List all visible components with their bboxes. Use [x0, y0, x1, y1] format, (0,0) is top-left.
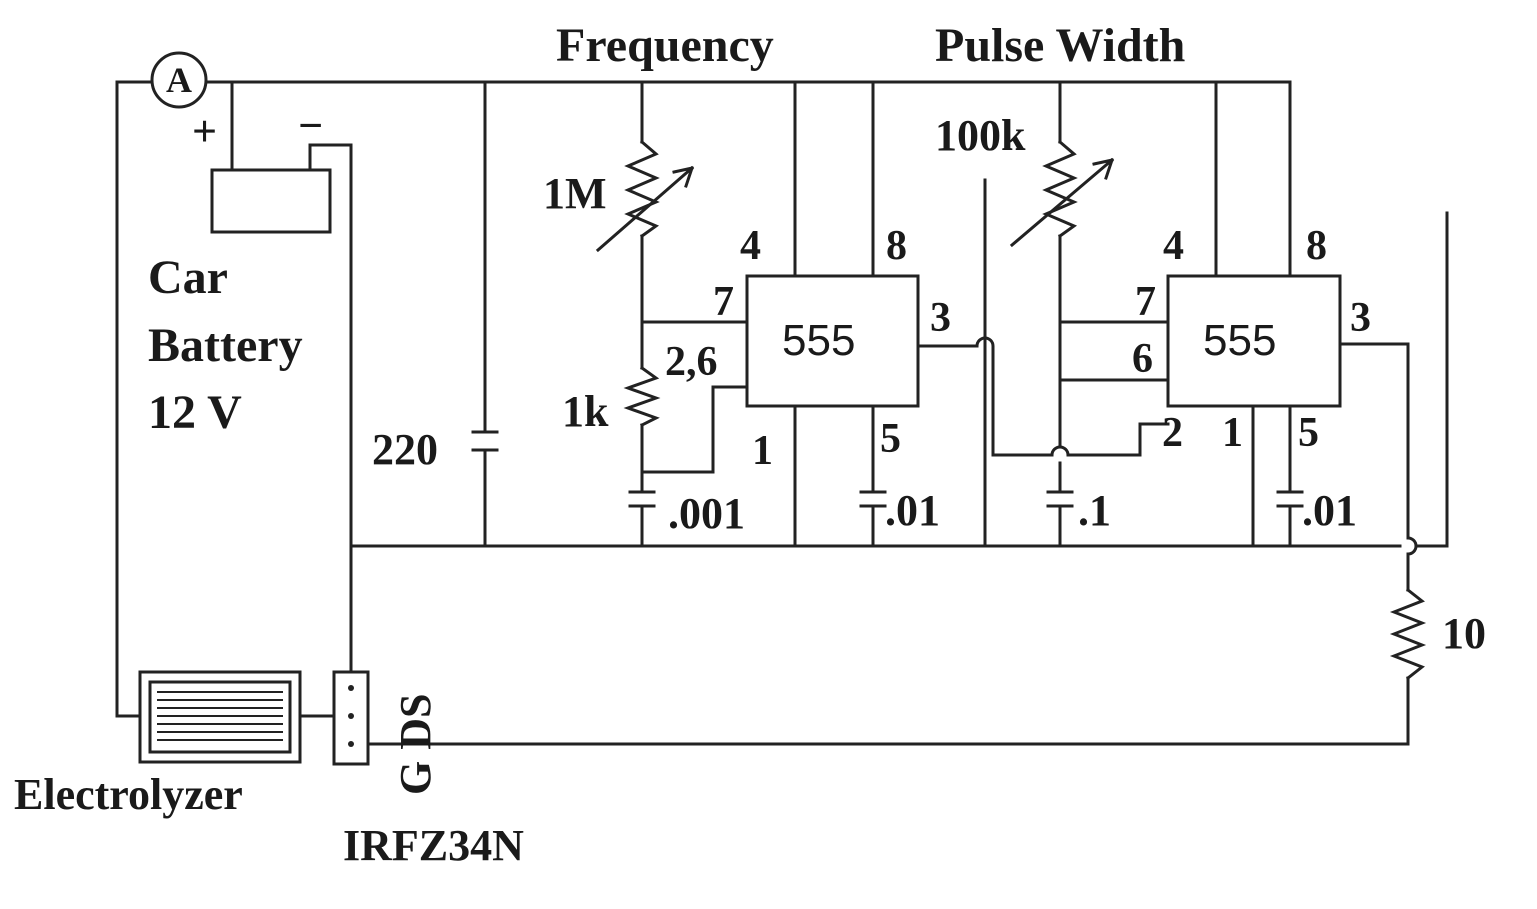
wires — [115, 80, 1449, 746]
res-freq-label: 1k — [562, 387, 609, 436]
cap-ctrl2-label: .01 — [1302, 486, 1357, 535]
pot-pw-label: 100k — [935, 111, 1026, 160]
res-freq-resistor — [623, 365, 661, 428]
pot-pw-arrow — [1009, 157, 1115, 248]
res-gate-resistor — [1389, 587, 1427, 681]
battery-minus-label: − — [298, 101, 323, 150]
timer2-pin7: 7 — [1135, 279, 1156, 325]
timer2-pin4: 4 — [1163, 223, 1184, 269]
timer1-pin7: 7 — [713, 279, 734, 325]
electrolyzer-label: Electrolyzer — [14, 770, 243, 819]
timer2-label: 555 — [1203, 316, 1276, 365]
pot-freq-arrow — [595, 165, 695, 253]
timer1-pin3: 3 — [930, 295, 951, 341]
timer2-pin8: 8 — [1306, 223, 1327, 269]
timer2-pin1: 1 — [1222, 410, 1243, 456]
battery-label-line2: Battery — [148, 319, 303, 372]
battery-label-line3: 12 V — [148, 386, 242, 439]
res-gate-label: 10 — [1442, 609, 1486, 658]
battery-label-line1: Car — [148, 251, 228, 304]
timer2-pin6: 6 — [1132, 336, 1153, 382]
pot-freq-label: 1M — [543, 169, 607, 218]
timer1-chip — [745, 274, 920, 408]
ammeter-symbol — [150, 51, 208, 109]
battery-plus-label: + — [192, 107, 217, 156]
timer1-pin4: 4 — [740, 223, 761, 269]
timer2-pin5: 5 — [1298, 410, 1319, 456]
resistors — [595, 139, 1427, 681]
electrolyzer-symbol — [138, 670, 302, 764]
mosfet-pins-label: G DS — [391, 694, 440, 795]
timer1-pin5: 5 — [880, 416, 901, 462]
frequency-heading: Frequency — [556, 19, 774, 72]
timer2-pin3: 3 — [1350, 295, 1371, 341]
timer2-pin2: 2 — [1162, 410, 1183, 456]
pot-freq-resistor — [624, 139, 660, 239]
timer1-pin26: 2,6 — [665, 339, 718, 385]
pot-pw-resistor — [1042, 139, 1078, 239]
timer2-chip — [1166, 274, 1342, 408]
timer1-pin8: 8 — [886, 223, 907, 269]
ammeter-label: A — [166, 60, 192, 100]
cap-timing1-label: .001 — [668, 489, 745, 538]
cap-main-label: 220 — [372, 425, 438, 474]
timer1-pin1: 1 — [752, 428, 773, 474]
cap-timing2-label: .1 — [1078, 486, 1111, 535]
battery-symbol — [210, 168, 332, 234]
timer1-label: 555 — [782, 316, 855, 365]
cap-ctrl1-label: .01 — [885, 486, 940, 535]
pulse-width-heading: Pulse Width — [935, 19, 1185, 72]
mosfet-symbol — [332, 670, 370, 766]
mosfet-part-label: IRFZ34N — [343, 821, 524, 870]
